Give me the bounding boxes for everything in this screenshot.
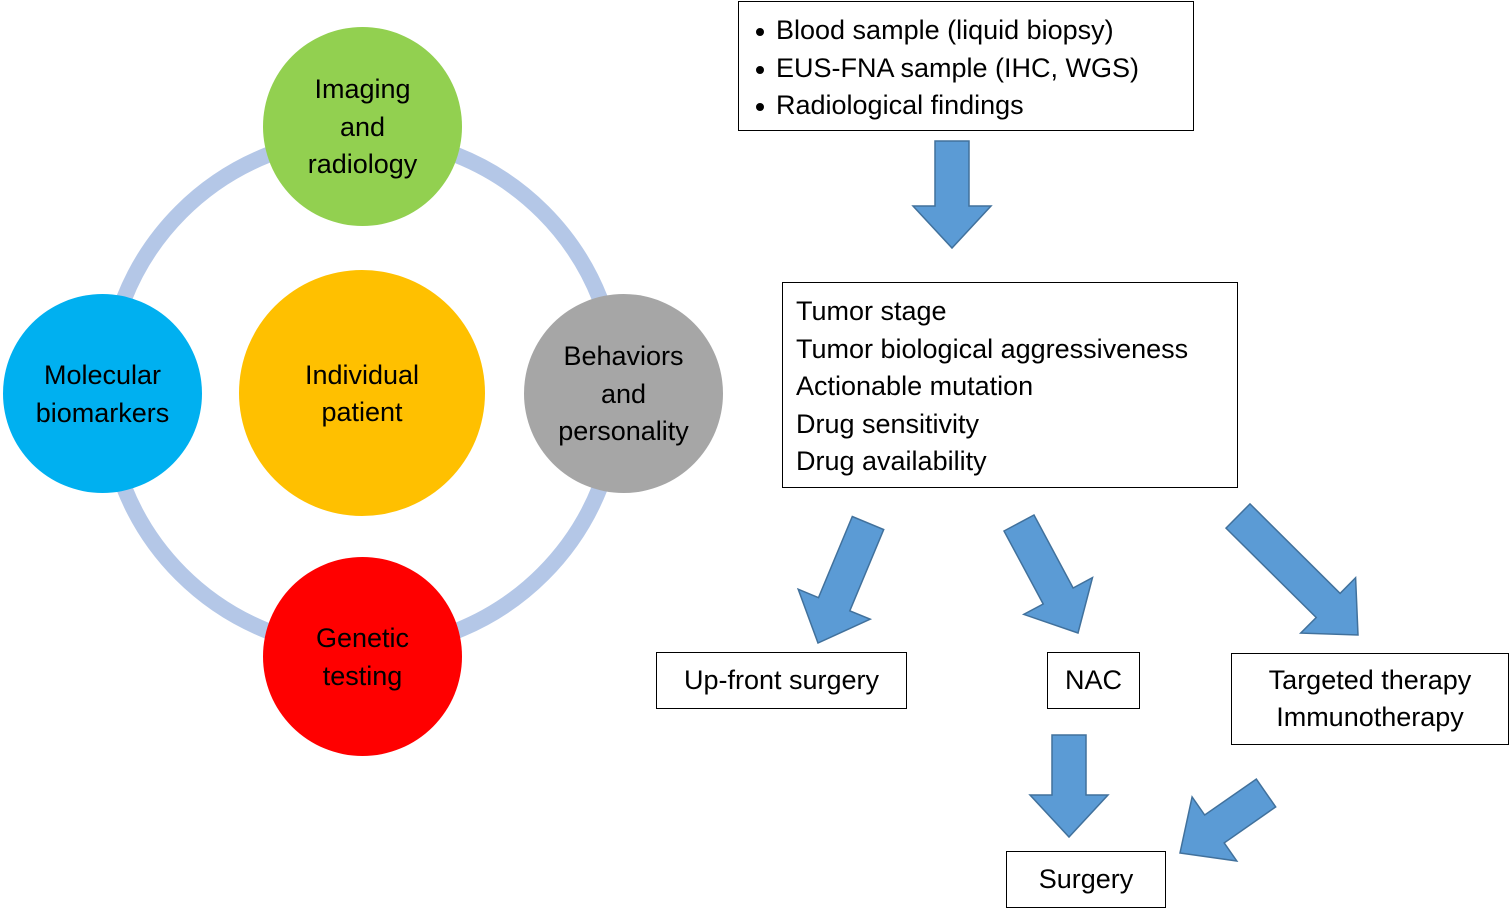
molecular-biomarkers-label: Molecular biomarkers: [35, 360, 170, 428]
input-item: Blood sample (liquid biopsy): [754, 12, 1193, 50]
targeted-therapy-box: Targeted therapy Immunotherapy: [1231, 653, 1509, 745]
immunotherapy-label: Immunotherapy: [1276, 702, 1464, 732]
factor-item: Drug availability: [796, 446, 987, 476]
upfront-surgery-label: Up-front surgery: [683, 664, 880, 695]
nac-box: NAC: [1047, 652, 1140, 709]
imaging-radiology-label: Imaging and radiology: [307, 74, 418, 180]
genetic-testing-node: Genetic testing: [263, 557, 462, 756]
surgery-box: Surgery: [1006, 851, 1166, 908]
inputs-box: Blood sample (liquid biopsy) EUS-FNA sam…: [738, 1, 1194, 131]
factors-box: Tumor stage Tumor biological aggressiven…: [782, 282, 1238, 488]
arrow-inputs-to-factors: [911, 140, 993, 250]
input-item: Radiological findings: [754, 87, 1193, 125]
arrow-to-upfront-surgery: [796, 515, 885, 645]
surgery-label: Surgery: [1038, 863, 1134, 894]
arrow-nac-to-surgery: [1028, 734, 1110, 839]
nac-label: NAC: [1064, 664, 1122, 695]
behaviors-personality-label: Behaviors and personality: [558, 341, 689, 447]
upfront-surgery-box: Up-front surgery: [656, 652, 907, 709]
genetic-testing-label: Genetic testing: [315, 623, 410, 691]
behaviors-personality-node: Behaviors and personality: [524, 294, 723, 493]
input-item: EUS-FNA sample (IHC, WGS): [754, 50, 1193, 88]
targeted-therapy-label: Targeted therapy: [1268, 664, 1472, 695]
factor-item: Tumor stage: [796, 296, 947, 326]
arrow-to-nac: [1002, 513, 1094, 634]
flow-arrows: [796, 140, 1359, 862]
factor-item: Drug sensitivity: [796, 408, 980, 439]
factor-item: Actionable mutation: [796, 371, 1034, 401]
arrow-to-targeted-therapy: [1224, 502, 1359, 636]
arrow-targeted-to-surgery: [1179, 778, 1277, 862]
inputs-list: Blood sample (liquid biopsy) EUS-FNA sam…: [754, 12, 1193, 125]
individual-patient-label: Individual patient: [304, 359, 420, 428]
individual-patient-node: Individual patient: [239, 270, 485, 516]
molecular-biomarkers-node: Molecular biomarkers: [3, 294, 202, 493]
factor-item: Tumor biological aggressiveness: [796, 333, 1189, 364]
imaging-radiology-node: Imaging and radiology: [263, 27, 462, 226]
